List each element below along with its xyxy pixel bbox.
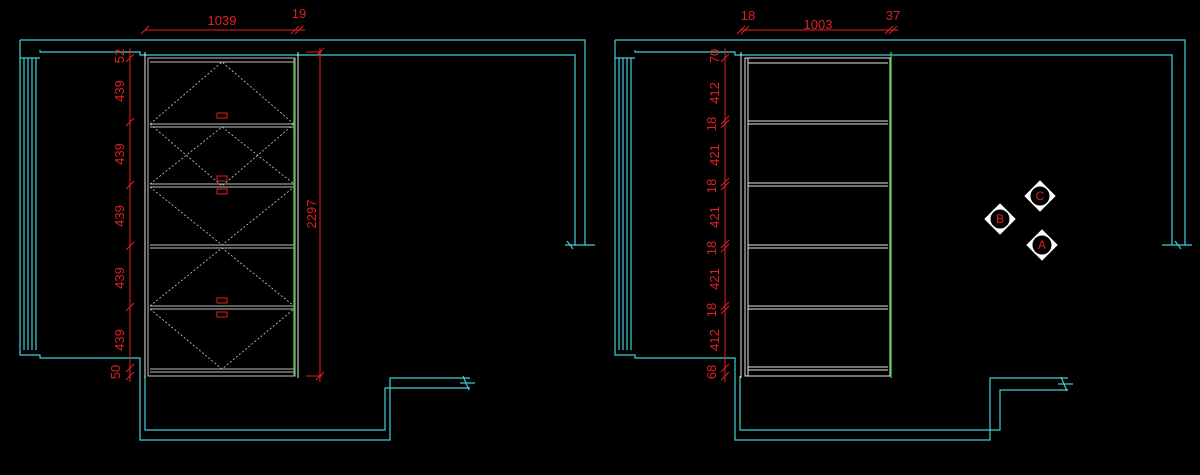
dim-width-label: 19 — [292, 6, 306, 21]
dim-height-label: 18 — [704, 241, 719, 255]
dim-height-label: 421 — [707, 268, 722, 290]
right-side-panel — [615, 57, 635, 350]
view-marker-c: C — [1024, 180, 1056, 212]
right-break-mark — [1174, 240, 1182, 250]
drawer-handle — [216, 297, 228, 304]
dim-height-label: 52 — [112, 49, 127, 63]
right-shelving-frame — [744, 57, 891, 377]
dim-height-label: 18 — [704, 303, 719, 317]
right-room-outline-inner — [739, 376, 1068, 431]
drawer-handle — [216, 311, 228, 318]
left-top-dimension: 1039 19 — [140, 6, 306, 35]
left-side-panel — [20, 57, 40, 350]
dim-width-label: 1003 — [804, 17, 833, 32]
left-break-mark — [566, 240, 574, 250]
left-room-outline — [19, 40, 470, 441]
dim-height-label: 18 — [704, 179, 719, 193]
right-height-dimension: 70 412 18 421 18 421 18 421 18 412 68 — [704, 48, 730, 382]
right-top-dimension: 18 1003 37 — [736, 8, 900, 35]
left-room-top-inner — [39, 50, 576, 245]
dim-height-label: 439 — [112, 143, 127, 165]
dim-width-label: 37 — [886, 8, 900, 23]
view-marker-a: A — [1026, 229, 1058, 261]
dim-height-label: 439 — [112, 80, 127, 102]
left-floor-break-mark — [462, 375, 470, 391]
left-room-outline-inner — [144, 376, 470, 431]
left-height-dimension: 52 439 439 439 439 439 50 — [108, 48, 135, 382]
right-floor-break-mark — [1060, 376, 1068, 392]
left-room-top — [20, 39, 586, 245]
left-elevation: 1039 19 52 439 439 439 439 439 50 — [19, 6, 595, 441]
dim-overall-height-label: 2297 — [304, 200, 319, 229]
right-room-outline — [614, 40, 1068, 441]
right-room-top-inner — [634, 50, 1173, 245]
dim-height-label: 421 — [707, 144, 722, 166]
left-wardrobe-frame — [147, 57, 296, 377]
drawer-handle — [216, 112, 228, 119]
right-shelving-unit — [740, 52, 892, 378]
dim-height-label: 412 — [707, 329, 722, 351]
dim-height-label: 439 — [112, 205, 127, 227]
dim-height-label: 50 — [108, 365, 123, 379]
dim-height-label: 18 — [704, 117, 719, 131]
dim-height-label: 439 — [112, 329, 127, 351]
drawer-handle — [216, 188, 228, 195]
right-elevation: 18 1003 37 70 412 18 421 18 421 18 421 — [614, 8, 1192, 441]
dim-height-label: 439 — [112, 267, 127, 289]
dim-height-label: 421 — [707, 206, 722, 228]
left-wardrobe — [144, 52, 299, 378]
view-marker-label: A — [1038, 238, 1046, 252]
view-marker-label: B — [996, 212, 1004, 226]
dim-height-label: 412 — [707, 82, 722, 104]
dim-width-label: 1039 — [208, 13, 237, 28]
left-overall-height: 2297 — [304, 47, 325, 382]
view-marker-label: C — [1036, 189, 1045, 203]
drawer-handle — [216, 175, 228, 182]
dim-height-label: 68 — [704, 365, 719, 379]
view-marker-b: B — [984, 203, 1016, 235]
dim-height-label: 70 — [707, 49, 722, 63]
right-room-top — [615, 39, 1186, 245]
dim-width-label: 18 — [741, 8, 755, 23]
